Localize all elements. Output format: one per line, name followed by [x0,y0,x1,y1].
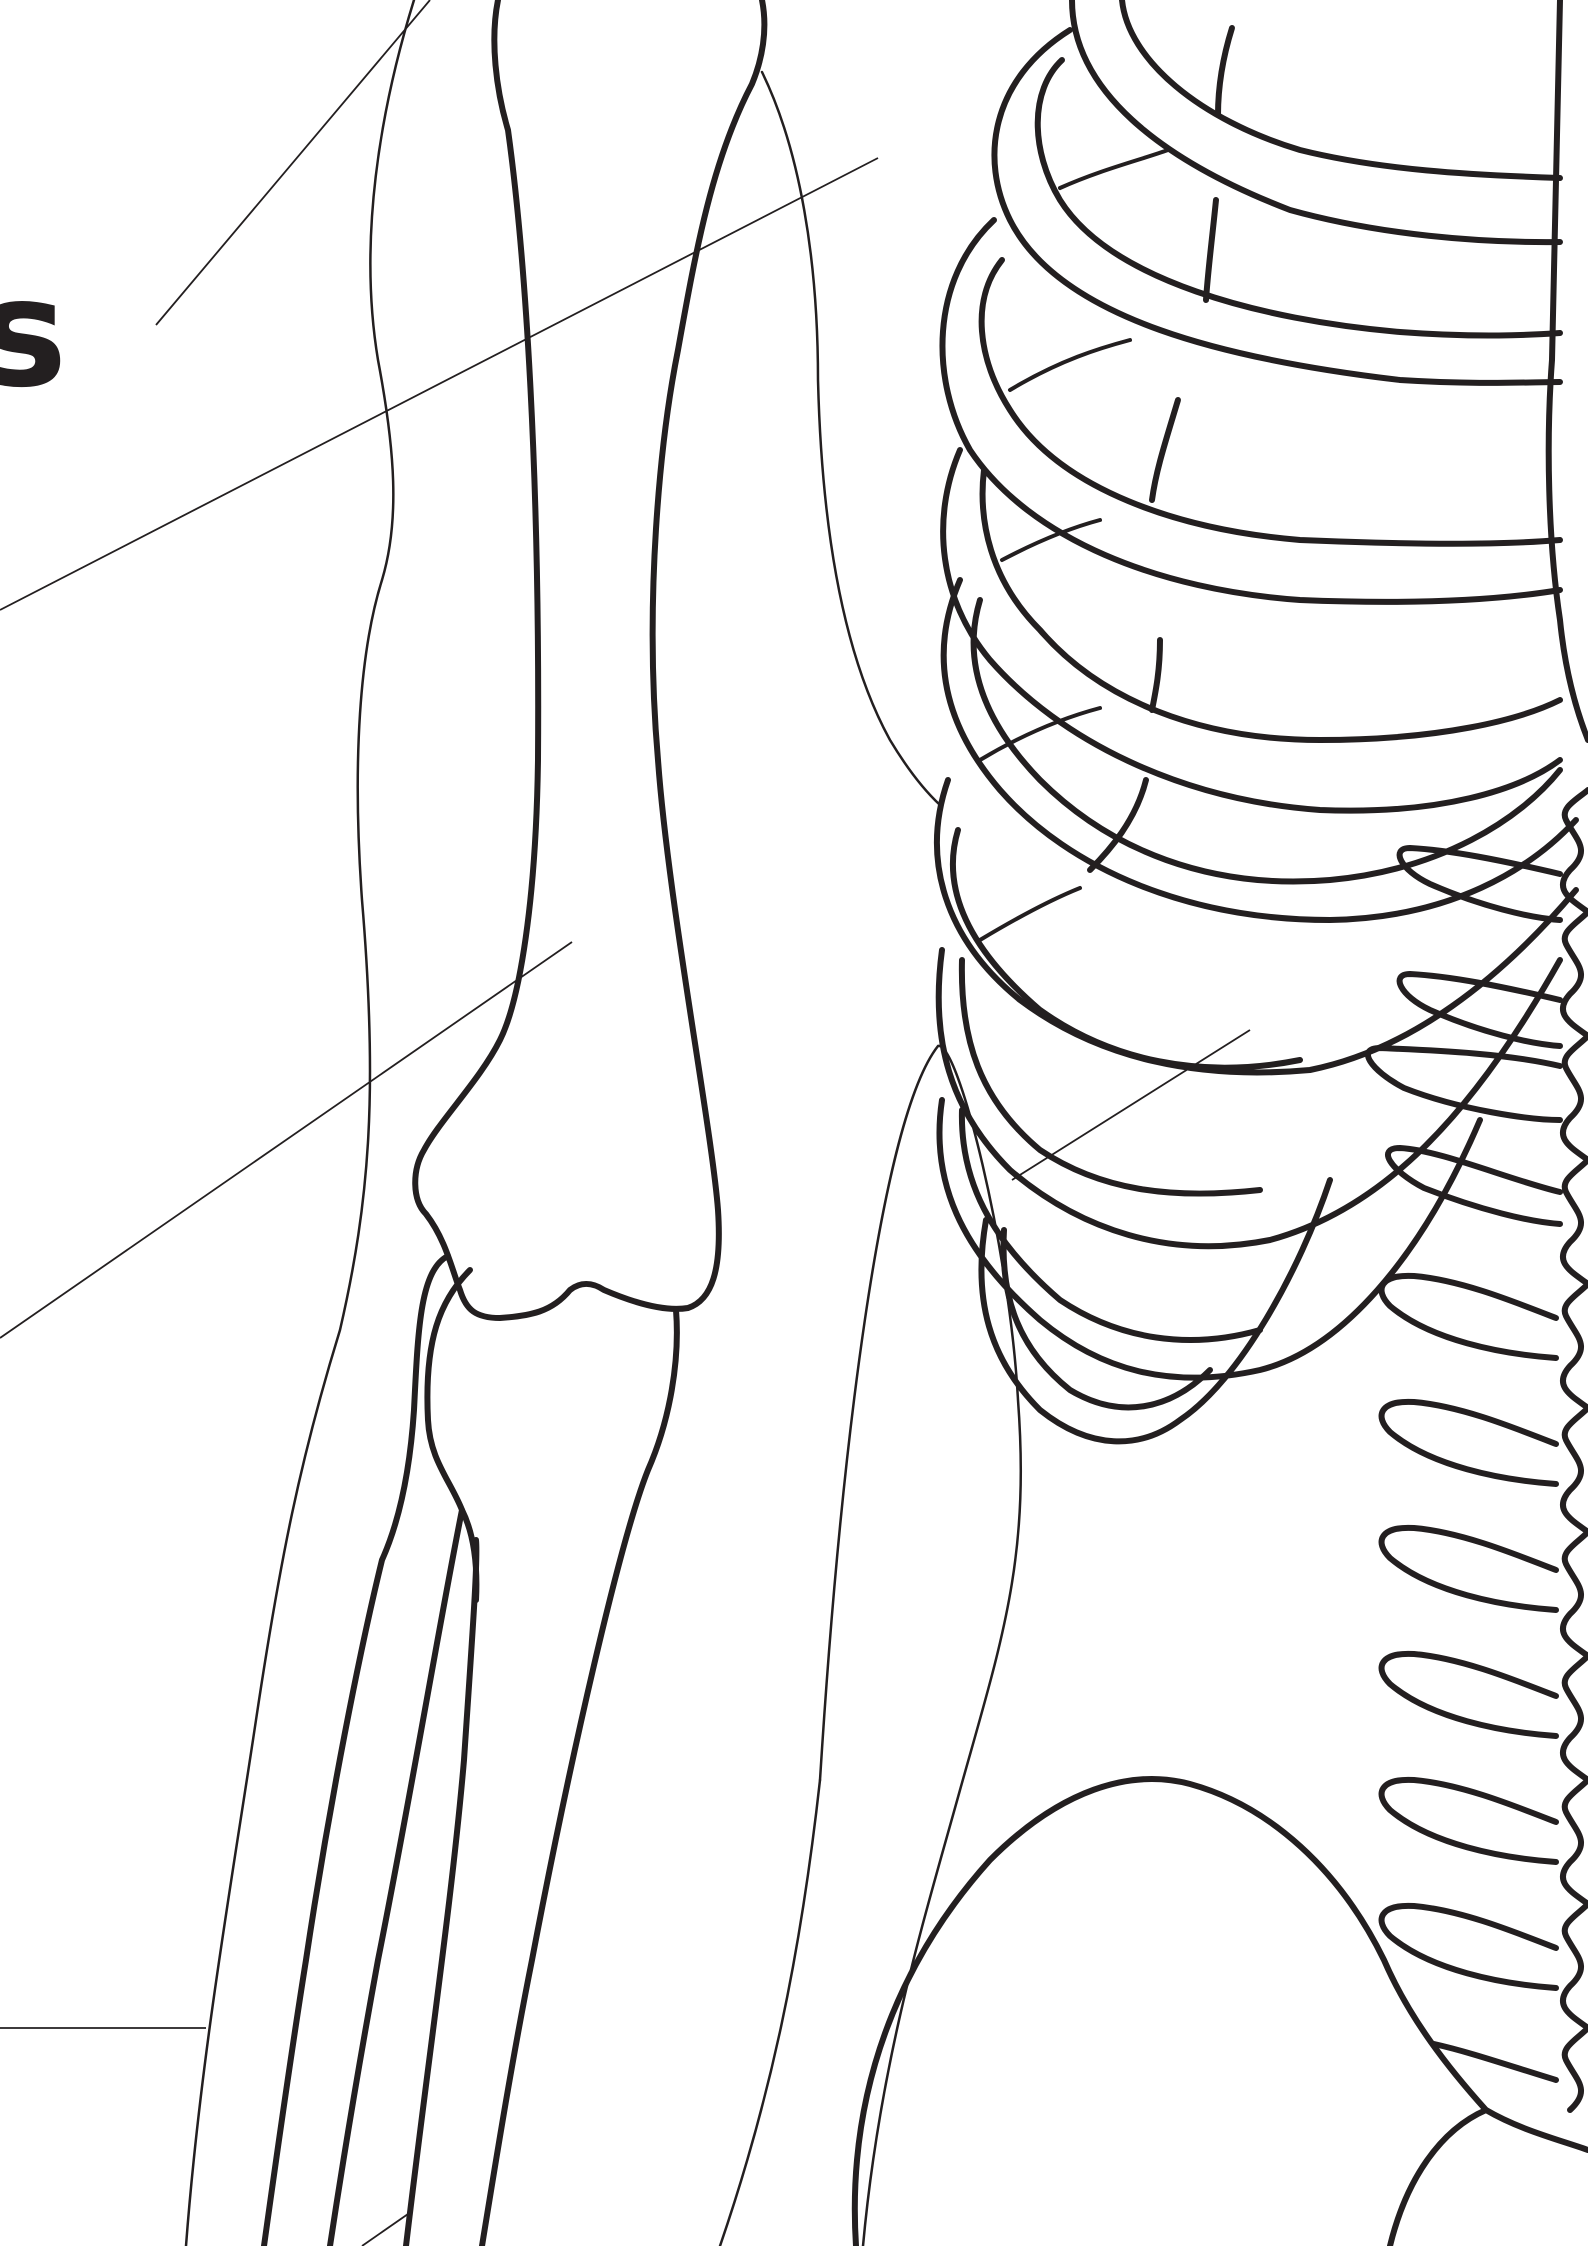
humerus-bone [415,0,764,1318]
arm-outline-outer [186,0,414,2246]
transverse-process-2 [1382,1402,1556,1484]
transverse-process-3 [1382,1528,1556,1610]
floating-rib-3 [1368,1048,1560,1120]
spine-column [1549,0,1588,740]
sacrum-edge [1390,2110,1486,2246]
arm-outline-inner [762,72,940,805]
label-leader-lines [0,0,1250,2246]
ulna-bone [406,1540,476,2246]
spine [1368,0,1588,2110]
leader-line-3 [0,942,572,1338]
rib-1 [1122,0,1560,178]
radius-bone-inner [330,1270,470,2246]
costal-cartilage-4 [1152,640,1160,710]
rib-4 [943,450,1560,811]
costal-cartilage-2 [1206,200,1216,300]
leader-line-2 [0,158,878,610]
rib-connector-2 [1010,340,1130,390]
costal-cartilage-1 [1218,28,1232,115]
transverse-process-6 [1382,1906,1556,1988]
rib-8-inner [962,1110,1260,1340]
floating-rib-2 [1400,974,1560,1046]
spine-vertebrae [1563,790,1588,2110]
rib-1-inner [1072,0,1560,242]
rib-7-inner [962,960,1260,1194]
waist-outline-lower [720,1780,820,2246]
rib-connector-5 [980,888,1080,940]
costal-cartilage-3 [1152,400,1178,500]
forearm-bone-right [482,1310,677,2246]
rib-cage [937,0,1576,1441]
humerus [415,0,764,1318]
transverse-process-4 [1382,1654,1556,1736]
forearm [264,1256,677,2246]
rib-3-inner [982,260,1560,544]
transverse-process-5 [1382,1780,1556,1862]
leader-line-5 [362,2214,408,2246]
rib-4-inner [983,470,1560,740]
transverse-process-1 [1382,1276,1556,1358]
ulna-bone-outer [462,1510,476,1600]
title-fragment: s [0,247,67,421]
leader-line-1 [156,0,430,325]
rib-connector-1 [1060,150,1168,188]
rib-5-inner [974,600,1560,882]
